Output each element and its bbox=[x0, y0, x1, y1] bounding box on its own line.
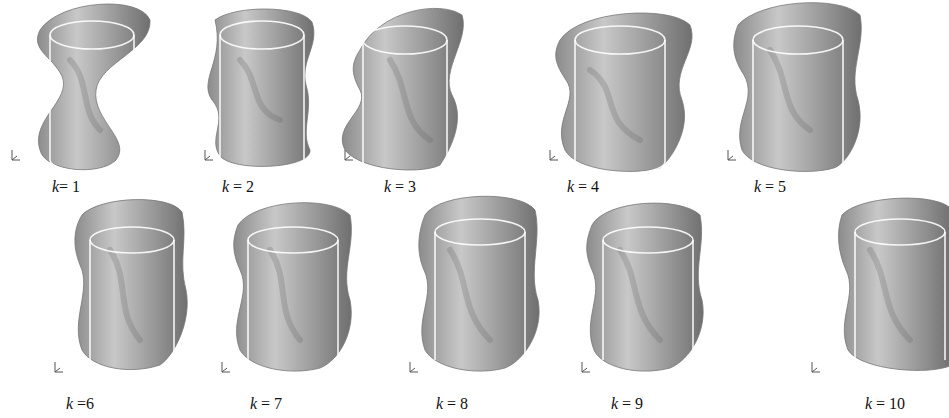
parameter-label: k = 8 bbox=[436, 395, 468, 413]
parameter-label: k =6 bbox=[66, 395, 94, 413]
parameter-label: k= 1 bbox=[52, 178, 80, 196]
parameter-label: k = 4 bbox=[567, 178, 599, 196]
parameter-label: k = 10 bbox=[865, 395, 905, 413]
parameter-label: k = 5 bbox=[754, 178, 786, 196]
parameter-label: k = 3 bbox=[384, 178, 416, 196]
parameter-label: k = 7 bbox=[250, 395, 282, 413]
parameter-label: k = 9 bbox=[611, 395, 643, 413]
parameter-label: k = 2 bbox=[222, 178, 254, 196]
